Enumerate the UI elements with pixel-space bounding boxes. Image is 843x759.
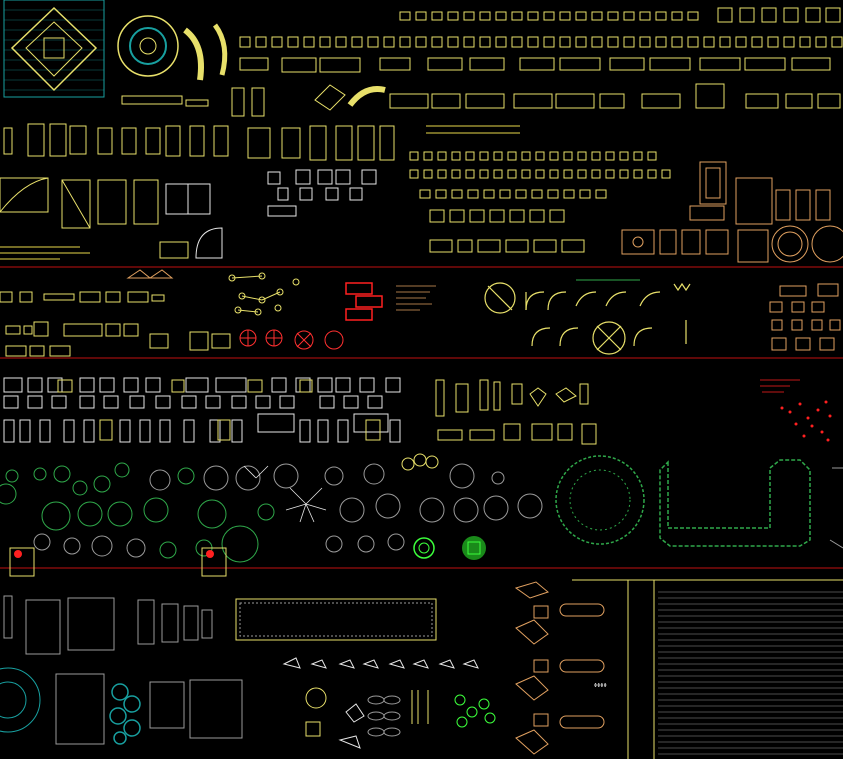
round-paving[interactable] (0, 667, 41, 733)
hatch-label: ΦΦΦΦ (594, 683, 607, 689)
sofa-block[interactable] (185, 99, 209, 107)
materials-and-seating-row[interactable] (0, 579, 843, 759)
chairs-and-fixtures-row[interactable] (3, 377, 832, 445)
round-paving-inner (0, 681, 27, 719)
green-outline-symbols[interactable] (454, 694, 496, 728)
annotation-text-lines (426, 125, 520, 134)
target-symbols[interactable] (239, 329, 344, 350)
symbol-blocks[interactable] (0, 291, 231, 357)
plants-and-trees-row[interactable] (0, 453, 843, 577)
gray-tree-symbols[interactable] (33, 463, 543, 558)
bed-block[interactable] (231, 87, 245, 117)
green-plant-symbols[interactable] (0, 462, 275, 563)
dining-table-block[interactable] (3, 0, 105, 98)
large-shrub-inner (569, 469, 631, 531)
small-furniture[interactable] (267, 169, 377, 217)
chair-grid-yellow[interactable] (57, 379, 381, 441)
sanitary-and-symbols-row[interactable] (0, 269, 841, 357)
annotation-small (0, 246, 90, 260)
stone-symbols[interactable] (367, 695, 401, 737)
furniture-blocks-row[interactable] (0, 0, 843, 263)
palm-symbols[interactable] (243, 465, 327, 523)
curved-sofa[interactable] (183, 27, 204, 81)
fire-hydrant-blocks[interactable] (9, 547, 227, 577)
sofa-grid[interactable] (239, 7, 843, 109)
section-dividers (0, 266, 843, 569)
bed-block[interactable] (251, 87, 265, 117)
l-sofa[interactable] (314, 84, 346, 111)
animal-symbols[interactable] (282, 657, 479, 669)
node-diagram[interactable] (228, 272, 300, 316)
bright-green-symbols[interactable] (462, 536, 486, 560)
large-shrub[interactable] (555, 455, 645, 545)
fixtures-yellow[interactable] (435, 379, 597, 445)
sanitary-blocks-top[interactable] (409, 151, 671, 253)
door-swing-symbols[interactable] (484, 282, 691, 355)
sculpture-symbols[interactable] (305, 687, 429, 749)
bath-fixtures-right[interactable] (769, 283, 841, 351)
bed-blocks[interactable] (3, 123, 395, 161)
chair-grid-white[interactable] (3, 377, 401, 443)
theater-seating[interactable] (514, 581, 605, 755)
bathroom-fixtures[interactable] (621, 161, 843, 263)
green-tree-symbol[interactable] (413, 537, 435, 559)
yellow-tree-tops[interactable] (401, 453, 439, 471)
round-table-block[interactable] (117, 15, 179, 77)
hedge-block[interactable] (659, 459, 811, 547)
horizontal-hatch (658, 591, 843, 755)
green-tree-inner (418, 542, 430, 554)
red-text-lines (760, 379, 800, 393)
legend-text (396, 285, 436, 311)
roof-symbol (126, 269, 174, 279)
hatch-patterns[interactable] (3, 595, 437, 745)
red-legend-blocks[interactable] (345, 282, 383, 321)
sofa-block[interactable] (121, 95, 183, 105)
car-outline (829, 467, 843, 549)
door-window-blocks[interactable] (0, 177, 223, 259)
curved-sofa[interactable] (212, 23, 228, 76)
red-scatter-marks (780, 400, 832, 442)
cyan-pattern[interactable] (109, 683, 141, 745)
curved-sofa[interactable] (347, 86, 386, 107)
